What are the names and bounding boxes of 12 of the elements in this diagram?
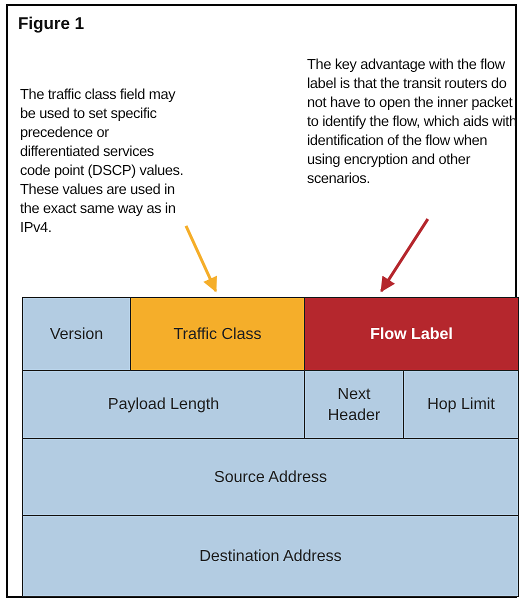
figure-title: Figure 1: [18, 14, 84, 34]
arrow: [380, 218, 430, 292]
header-field: Hop Limit: [403, 370, 519, 439]
header-field: Next Header: [304, 370, 404, 439]
header-field: Source Address: [22, 438, 519, 516]
header-field: Destination Address: [22, 515, 519, 597]
header-field: Traffic Class: [130, 297, 305, 371]
annotation-text: The traffic class field may be used to set specific precedence or differentiated services code point (DSCP) values. These values are used in the exact same way as in IPv4.: [20, 86, 186, 238]
header-field: Version: [22, 297, 131, 371]
arrow: [184, 225, 218, 292]
header-field: Payload Length: [22, 370, 305, 439]
header-field: Flow Label: [304, 297, 519, 371]
